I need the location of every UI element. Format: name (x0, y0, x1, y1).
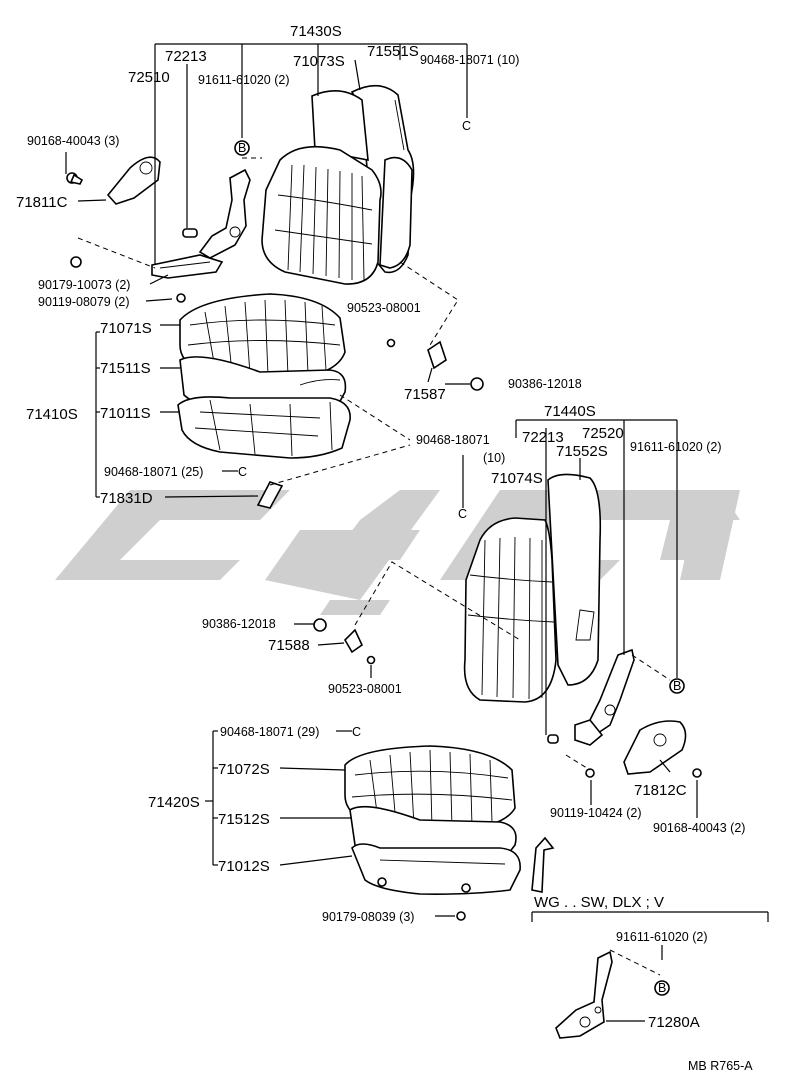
label-71811C: 71811C (16, 194, 68, 211)
label-71074S: 71074S (491, 470, 543, 487)
upper-washer (470, 377, 484, 391)
reference-marker-b3: B (654, 980, 670, 996)
label-72520: 72520 (582, 425, 624, 442)
label-90168-lower: 90168-40043 (2) (653, 821, 745, 835)
label-71073S: 71073S (293, 53, 345, 70)
label-71430S: 71430S (290, 23, 342, 40)
label-71588: 71588 (268, 637, 310, 654)
label-90468-middle-qty: (10) (483, 451, 505, 465)
label-71011S: 71011S (100, 405, 151, 422)
label-90168-upper: 90168-40043 (3) (27, 134, 119, 148)
label-90386-lower: 90386-12018 (202, 617, 276, 631)
upper-bolts (66, 172, 186, 303)
label-71552S: 71552S (556, 443, 608, 460)
marker-b1-label: B (238, 141, 246, 155)
lower-seat-cushion-frame (351, 843, 521, 895)
marker-b3-label: B (658, 981, 666, 995)
label-71812C: 71812C (634, 782, 687, 799)
upper-recliner-cover (106, 156, 161, 205)
label-90468-middle: 90468-18071 (416, 433, 490, 447)
variant-note: WG . . SW, DLX ; V (534, 894, 664, 911)
label-91611-upper: 91611-61020 (2) (198, 73, 290, 87)
upper-recliner-hinge (151, 168, 251, 279)
label-90523-lower: 90523-08001 (328, 682, 402, 696)
variant-arrow (531, 836, 555, 893)
label-71012S: 71012S (218, 858, 270, 875)
lower-recliner-cover (623, 720, 687, 775)
label-72510: 72510 (128, 69, 170, 86)
label-71551S: 71551S (367, 43, 419, 60)
label-72213-lower: 72213 (522, 429, 564, 446)
label-90179-upper: 90179-10073 (2) (38, 278, 130, 292)
upper-seat-cushion-frame (177, 396, 351, 459)
label-71511S: 71511S (100, 360, 151, 377)
label-72213-upper: 72213 (165, 48, 207, 65)
label-71587: 71587 (404, 386, 446, 403)
label-71280A: 71280A (648, 1014, 700, 1031)
label-71512S: 71512S (218, 811, 270, 828)
upper-seat-back-covers (261, 84, 415, 285)
marker-b2-label: B (673, 679, 681, 693)
lower-seat-back (463, 473, 602, 744)
label-71072S: 71072S (218, 761, 270, 778)
clip-marker-c4: C (352, 725, 361, 739)
label-91611-lower: 91611-61020 (2) (630, 440, 722, 454)
label-90468-upper: 90468-18071 (10) (420, 53, 519, 67)
label-90468-29: 90468-18071 (29) (220, 725, 319, 739)
label-90523-upper: 90523-08001 (347, 301, 421, 315)
clip-marker-c2: C (238, 465, 247, 479)
clip-marker-c3: C (458, 507, 467, 521)
lower-recliner-hinge (574, 648, 635, 746)
watermark-logo (55, 490, 740, 615)
dashed-lines (77, 157, 671, 976)
clip-marker-c1: C (462, 119, 471, 133)
label-91611-inset: 91611-61020 (2) (616, 930, 708, 944)
inset-recliner-hinge (555, 950, 613, 1039)
label-71071S: 71071S (100, 320, 152, 337)
upper-seat-trim-piece (256, 481, 284, 509)
footer-code: MB R765-A (688, 1059, 753, 1073)
label-71831D: 71831D (100, 490, 153, 507)
label-71410S: 71410S (26, 406, 78, 423)
leader-lines (65, 43, 769, 1022)
reference-marker-b2: B (669, 678, 685, 694)
label-71420S: 71420S (148, 794, 200, 811)
label-90386-upper: 90386-12018 (508, 377, 582, 391)
label-90468-25: 90468-18071 (25) (104, 465, 203, 479)
upper-nut (386, 338, 396, 348)
label-90119-upper: 90119-08079 (2) (38, 295, 130, 309)
label-71440S: 71440S (544, 403, 596, 420)
reference-marker-b1: B (234, 140, 250, 156)
label-90119-lower: 90119-10424 (2) (550, 806, 642, 820)
label-90179-lower: 90179-08039 (3) (322, 910, 414, 924)
lower-trim-parts (313, 618, 702, 921)
upper-adjuster-knob (427, 340, 447, 370)
